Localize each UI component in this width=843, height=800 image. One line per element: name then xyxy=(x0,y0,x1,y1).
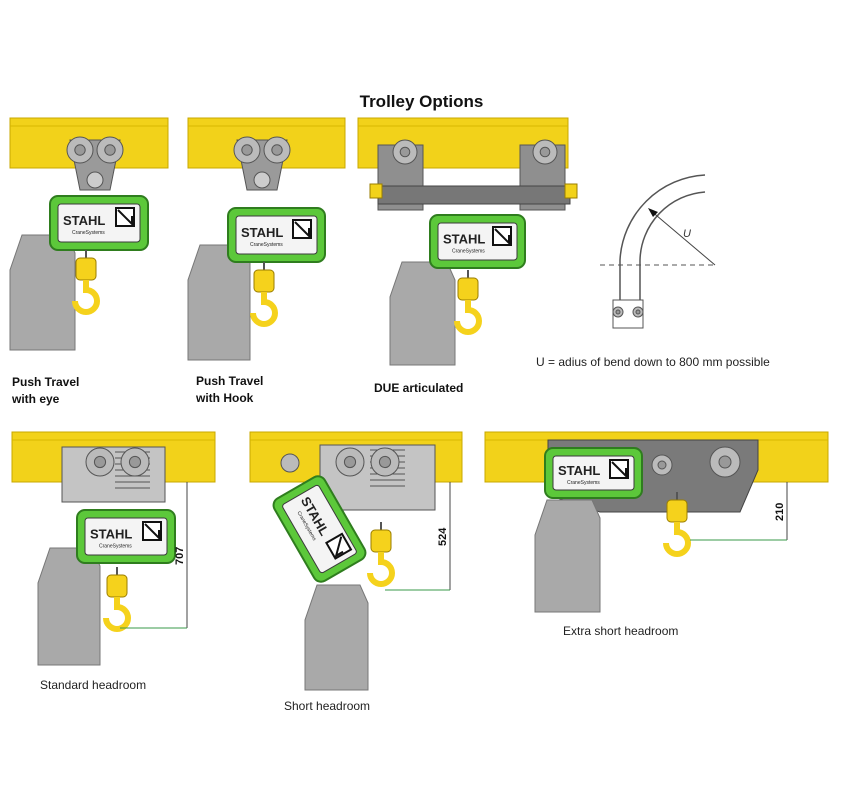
hook-block xyxy=(75,257,97,281)
brand-sub: CraneSystems xyxy=(452,249,485,255)
buffer xyxy=(369,183,383,199)
brand-logo: STAHL xyxy=(558,463,600,478)
wheel-hub xyxy=(539,146,551,158)
brand-sub: CraneSystems xyxy=(567,480,600,486)
brand-mark-arrow xyxy=(144,523,160,541)
label-extra-short-headroom: Extra short headroom xyxy=(563,624,679,638)
trolley-housing xyxy=(61,446,166,503)
brand-mark-arrow xyxy=(494,228,510,246)
hook-block xyxy=(666,499,688,523)
hoist-body: STAHL CraneSystems xyxy=(544,447,643,499)
hook-icon xyxy=(454,300,482,335)
radius-line xyxy=(649,209,716,266)
brand-logo: STAHL xyxy=(443,232,485,247)
wheel-hub xyxy=(93,455,107,469)
label-line: Push Travel xyxy=(196,374,264,388)
brand-logo: STAHL xyxy=(63,213,105,228)
label-line: Push Travel xyxy=(12,375,80,389)
hoist-body: STAHL CraneSystems xyxy=(76,509,176,564)
wheel-hub xyxy=(378,455,392,469)
brand-sub: CraneSystems xyxy=(72,230,105,236)
wheel-hub xyxy=(718,455,732,469)
hook-icon xyxy=(250,292,278,327)
wheel-hub xyxy=(74,144,86,156)
diagram-title: Trolley Options xyxy=(359,92,484,111)
wheel-hub xyxy=(241,144,253,156)
hook-block xyxy=(106,574,128,598)
curved-track xyxy=(639,191,706,300)
hook-block xyxy=(253,269,275,293)
label-line: with eye xyxy=(12,392,60,406)
wheel-hub xyxy=(128,455,142,469)
dimension-value: 524 xyxy=(437,527,449,546)
curved-track xyxy=(619,174,706,300)
hook-icon xyxy=(663,522,691,557)
hook-icon xyxy=(103,597,131,632)
wheel-hub xyxy=(635,309,641,315)
wheel-hub xyxy=(271,144,283,156)
brand-mark-arrow xyxy=(611,461,627,479)
hoist-body: STAHL CraneSystems xyxy=(49,195,149,251)
wheel-hub xyxy=(399,146,411,158)
motor-housing xyxy=(304,584,369,691)
arrow-icon xyxy=(648,208,658,217)
radius-symbol: U xyxy=(683,228,691,240)
brand-mark-arrow xyxy=(117,209,133,227)
label-due-articulated: DUE articulated xyxy=(374,381,464,395)
brand-mark-arrow xyxy=(334,536,344,558)
hook-block xyxy=(370,529,392,553)
wheel-hub xyxy=(104,144,116,156)
hook-icon xyxy=(72,280,100,315)
label-line: with Hook xyxy=(196,391,254,405)
motor-housing xyxy=(37,547,101,666)
motor-housing xyxy=(534,499,601,613)
hoist-body: STAHL CraneSystems xyxy=(429,214,526,269)
brand-logo: STAHL xyxy=(90,527,132,542)
suspension-eye xyxy=(86,171,104,189)
wheel-hub xyxy=(615,309,621,315)
brand-mark-arrow xyxy=(294,221,310,239)
label-short-headroom: Short headroom xyxy=(284,699,371,713)
suspension-eye xyxy=(253,171,271,189)
hoist-body: STAHL CraneSystems xyxy=(227,207,326,263)
counter-wheel-icon xyxy=(280,453,300,473)
label-push-travel-hook: Push Travel with Hook xyxy=(196,373,263,407)
crossbar xyxy=(377,185,571,205)
brand-sub: CraneSystems xyxy=(250,242,283,248)
brand-sub: CraneSystems xyxy=(99,544,132,550)
hook-block xyxy=(457,277,479,301)
wheel-hub xyxy=(657,460,667,470)
wheel-hub xyxy=(343,455,357,469)
buffer xyxy=(564,183,578,199)
dimension-value: 210 xyxy=(774,503,786,521)
label-push-travel-eye: Push Travel with eye xyxy=(12,374,79,408)
label-standard-headroom: Standard headroom xyxy=(40,678,147,692)
dimension-value: 707 xyxy=(174,547,186,565)
motor-housing xyxy=(389,261,456,366)
hook-icon xyxy=(367,552,395,587)
bend-note: U = adius of bend down to 800 mm possibl… xyxy=(536,355,770,369)
brand-logo: STAHL xyxy=(241,225,283,240)
motor-housing xyxy=(9,234,76,351)
